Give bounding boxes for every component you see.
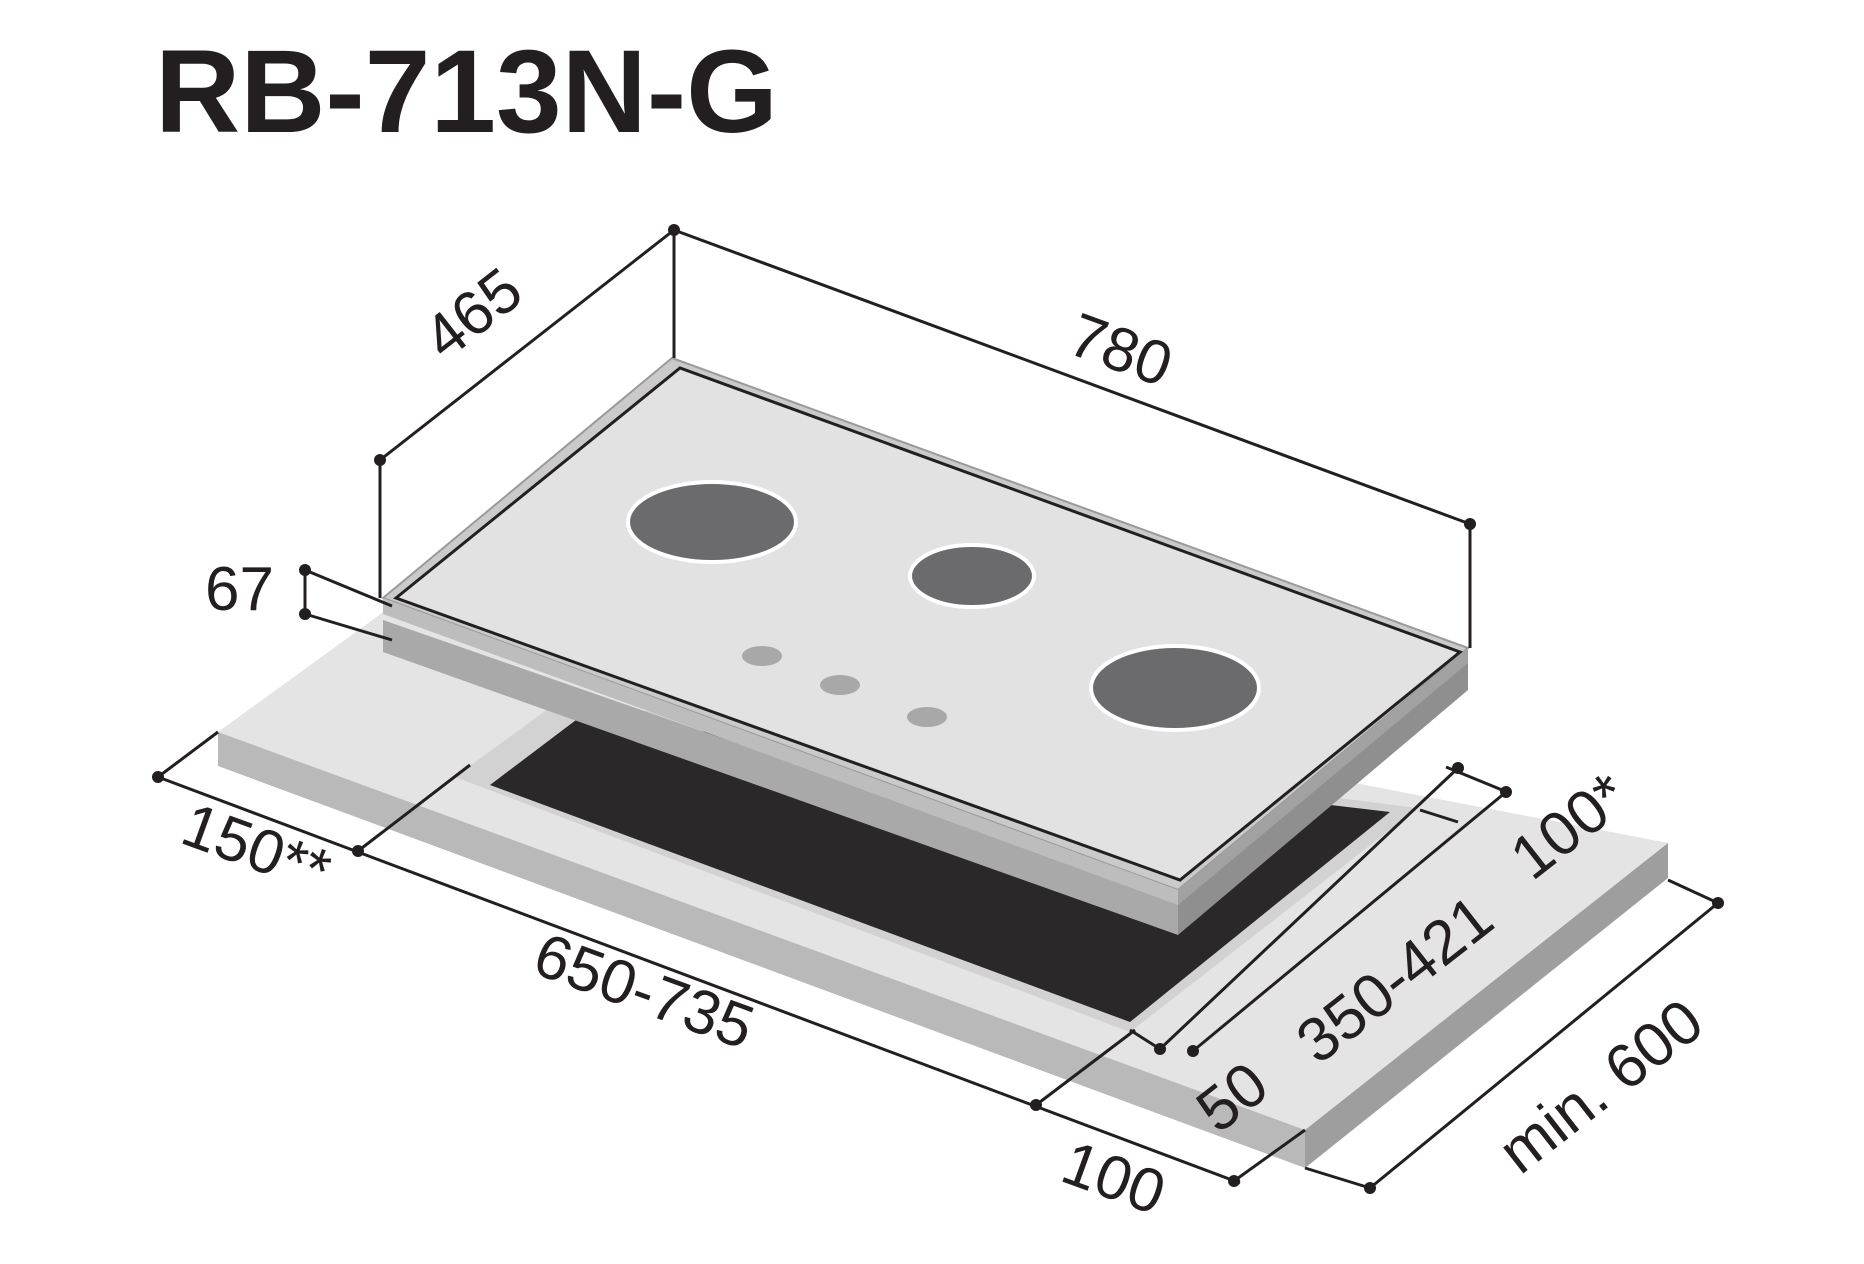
countertop-right-face	[1305, 843, 1668, 1168]
hob-frame-right-lip	[1178, 648, 1468, 905]
label-width-780: 780	[1060, 300, 1181, 400]
hob-frame-front-lip	[383, 598, 1178, 905]
hob	[381, 356, 1470, 935]
countertop-front-face	[218, 732, 1305, 1168]
dimension-lines	[157, 228, 1719, 1190]
burner-center-icon	[908, 543, 1036, 609]
burner-right-icon	[1089, 644, 1261, 732]
burner-left-icon	[626, 480, 798, 564]
knob-2-icon	[820, 675, 860, 695]
label-height-67: 67	[205, 555, 274, 624]
knob-1-icon	[742, 646, 782, 666]
model-title: RB-713N-G	[155, 26, 778, 158]
label-depth-465: 465	[411, 255, 535, 373]
label-front-margin: 100	[1053, 1128, 1174, 1228]
hob-body-front	[383, 620, 1178, 935]
hob-body-right	[1178, 655, 1468, 935]
dimension-markers	[152, 224, 1724, 1194]
knob-3-icon	[907, 707, 947, 727]
label-left-margin: 150**	[173, 790, 339, 907]
label-countertop-depth: min. 600	[1486, 986, 1716, 1187]
